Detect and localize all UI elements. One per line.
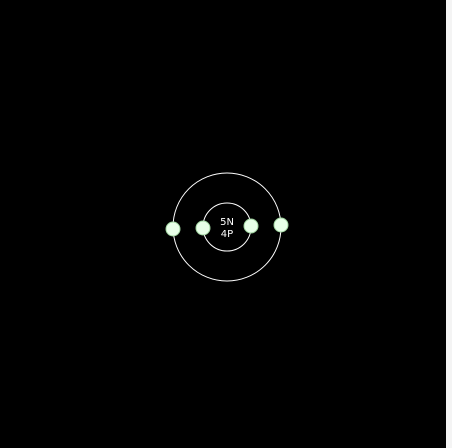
nucleus-protons-label: 4P (221, 229, 233, 240)
window-edge (446, 0, 452, 448)
outer-electron (165, 221, 181, 237)
nucleus-neutrons-label: 5N (220, 217, 234, 228)
outer-electron (273, 217, 289, 233)
inner-electron (243, 218, 259, 234)
inner-electron (195, 220, 211, 236)
